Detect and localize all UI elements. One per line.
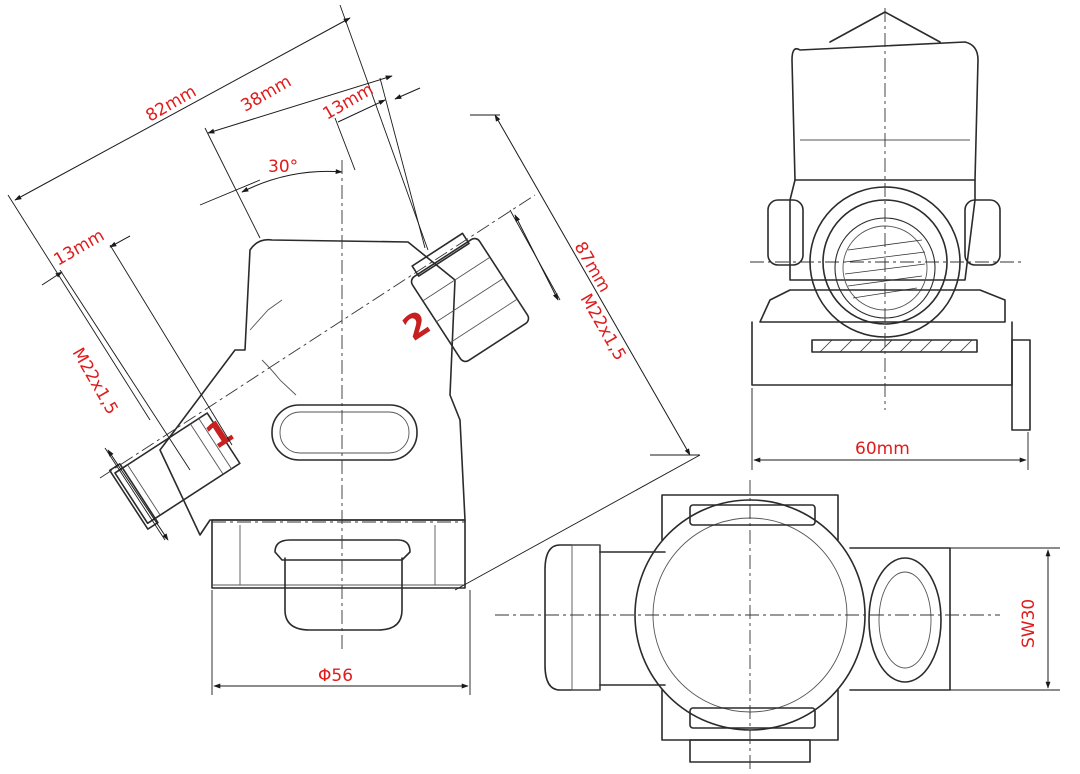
base-hatching bbox=[819, 339, 973, 353]
left-view-dimensions bbox=[7, 4, 701, 695]
dim-13mm-left: 13mm bbox=[51, 226, 108, 271]
top-view bbox=[495, 480, 1060, 770]
dim-87mm: 87mm bbox=[570, 239, 615, 296]
dim-38mm: 38mm bbox=[238, 72, 295, 117]
angled-front-view bbox=[99, 160, 536, 650]
port-2-marker: 2 bbox=[396, 303, 438, 349]
side-view bbox=[750, 8, 1031, 470]
dim-60mm: 60mm bbox=[855, 439, 910, 459]
dim-thread-left: M22x1,5 bbox=[68, 345, 122, 419]
dim-thread-right: M22x1,5 bbox=[576, 291, 630, 365]
port-1-marker: 1 bbox=[199, 411, 241, 457]
dim-angle-30: 30° bbox=[268, 157, 298, 177]
dim-diameter-56: Φ56 bbox=[318, 666, 353, 686]
dim-sw30: SW30 bbox=[1019, 599, 1039, 648]
